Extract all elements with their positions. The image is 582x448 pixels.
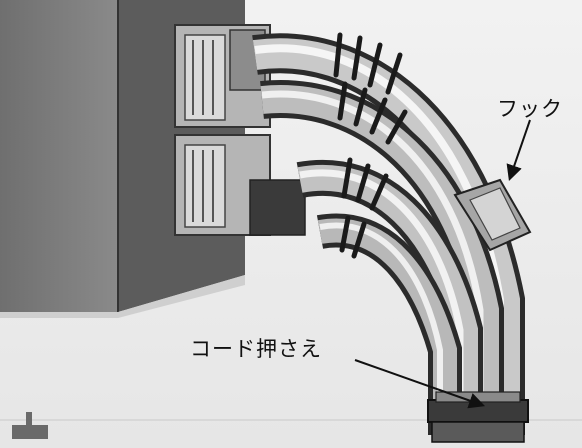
- cable-bundle: [252, 33, 525, 435]
- hook-part: [453, 178, 532, 252]
- floor-fixture: [12, 412, 48, 439]
- connector-block-lower: [174, 134, 306, 236]
- hook-leader-arrow: [506, 119, 531, 182]
- hook-label: フック: [497, 97, 563, 121]
- cord-clamp-part: [427, 391, 529, 443]
- cable-ribs: [333, 32, 408, 259]
- clamp-leader-arrow: [354, 359, 486, 409]
- cord-clamp-label: コード押さえ: [190, 337, 322, 361]
